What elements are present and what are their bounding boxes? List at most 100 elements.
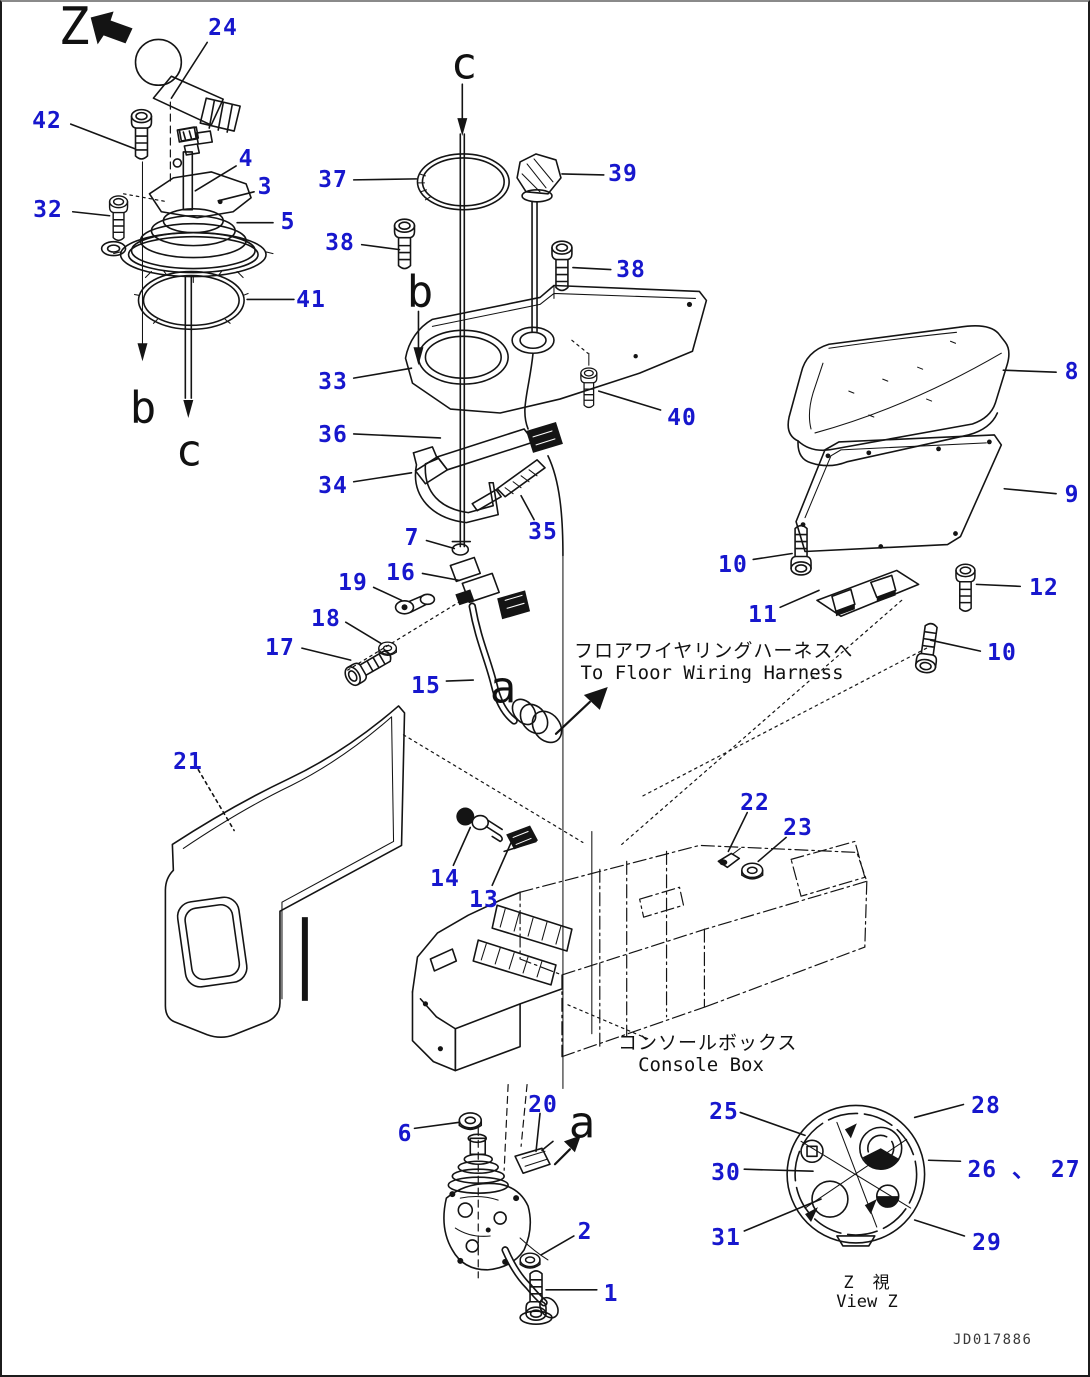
leader-24 [170, 41, 209, 99]
section-c-left: c [175, 425, 203, 477]
callout-15: 15 [411, 673, 441, 699]
callout-23: 23 [783, 815, 813, 841]
callout-32: 32 [33, 197, 63, 223]
leader-35 [520, 494, 535, 521]
base-plate-9 [795, 434, 1003, 553]
callout-6: 6 [397, 1121, 413, 1147]
connector-16 [449, 556, 531, 620]
valve-assembly [443, 1127, 581, 1319]
grommet-7 [451, 540, 472, 556]
sensor-14 [456, 807, 503, 843]
bolt-38-left [393, 218, 416, 270]
leader-8 [1002, 369, 1057, 373]
leader-23 [757, 836, 787, 863]
view-z-label-jp: Z 視 [843, 1273, 891, 1293]
leader-33 [352, 367, 413, 379]
bolt-17 [341, 645, 396, 689]
section-a-lower: a [568, 1097, 596, 1149]
center-rod [459, 133, 466, 548]
bolt-10-right [914, 621, 943, 675]
callout-leader-lines [69, 41, 1057, 1291]
leader-14 [452, 826, 472, 867]
bolt-washer-32 [100, 161, 168, 344]
leader-17 [301, 647, 352, 661]
callout-28: 28 [971, 1093, 1001, 1119]
leader-16 [421, 572, 461, 582]
bolt-12 [955, 563, 976, 612]
callout-14: 14 [430, 866, 460, 892]
side-cover-21 [164, 705, 584, 1039]
callout-9: 9 [1064, 482, 1080, 508]
callout-21: 21 [173, 749, 203, 775]
leader-2 [540, 1235, 575, 1256]
callout-10: 10 [987, 640, 1017, 666]
leader-13 [491, 841, 512, 887]
leader-29 [913, 1219, 966, 1237]
callout-17: 17 [265, 635, 295, 661]
connector-20 [503, 1083, 554, 1175]
boot-cap-39 [516, 153, 562, 333]
callout-24: 24 [208, 15, 238, 41]
leader-32 [71, 210, 111, 217]
leader-15 [445, 679, 475, 682]
callout-29: 29 [972, 1230, 1002, 1256]
callout-38: 38 [325, 230, 355, 256]
leader-28 [913, 1103, 965, 1119]
section-b-left: b [129, 382, 157, 434]
callout-10: 10 [718, 552, 748, 578]
top-plate-33 [404, 284, 708, 557]
callout-39: 39 [608, 161, 638, 187]
view-z-detail [786, 1104, 926, 1247]
console-box-label-jp: コンソールボックス [618, 1032, 798, 1054]
leader-40 [598, 390, 662, 411]
section-b-top: b [406, 266, 434, 318]
callout-22: 22 [740, 790, 770, 816]
leader-42 [69, 123, 137, 150]
clip-19 [394, 593, 436, 615]
leader-37 [352, 178, 418, 181]
harness-15 [468, 602, 608, 744]
console-box-phantom [411, 840, 868, 1072]
leader-10 [929, 639, 982, 652]
section-arrows [137, 83, 468, 418]
assembly-axis-dotted [347, 600, 461, 671]
leader-6 [413, 1121, 460, 1130]
callout-12: 12 [1029, 575, 1059, 601]
bracket-34 [412, 446, 499, 524]
bolt-42 [130, 108, 153, 160]
leader-3 [217, 191, 255, 202]
callout-19: 19 [338, 570, 368, 596]
leader-26-27 [927, 1159, 962, 1163]
gasket-ring-41 [133, 270, 249, 335]
callout-42: 42 [32, 108, 62, 134]
callout-1: 1 [603, 1281, 619, 1307]
callout-2: 2 [577, 1219, 593, 1245]
bolt-38-right [551, 240, 573, 292]
leader-12 [975, 583, 1022, 588]
nut-2 [519, 1252, 541, 1269]
hinge-11 [621, 569, 928, 846]
callout-37: 37 [318, 167, 348, 193]
callout-20: 20 [528, 1092, 558, 1118]
callout-40: 40 [667, 405, 697, 431]
leader-9 [1003, 487, 1057, 495]
leader-31 [743, 1198, 822, 1232]
drawing-number: JD017886 [953, 1332, 1033, 1348]
leader-18 [344, 621, 382, 644]
leader-39 [561, 173, 605, 176]
section-c-top: c [450, 38, 478, 90]
callout-7: 7 [404, 525, 420, 551]
switch-13 [503, 825, 539, 853]
leader-38 [360, 243, 401, 251]
bolt-10-left [790, 524, 812, 576]
callout-3: 3 [257, 174, 273, 200]
callout-8: 8 [1064, 359, 1080, 385]
leader-22 [727, 811, 749, 853]
callout-4: 4 [238, 146, 254, 172]
nut-23 [741, 862, 764, 880]
callout-36: 36 [318, 422, 348, 448]
callout-41: 41 [296, 287, 326, 313]
leader-36 [352, 433, 442, 439]
